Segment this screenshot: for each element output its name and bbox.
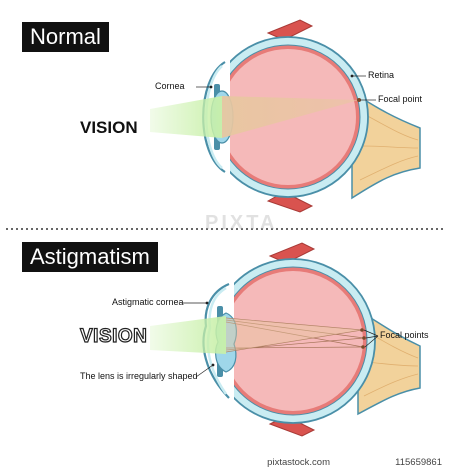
focal-point-label: Focal point xyxy=(378,94,423,104)
optic-nerve xyxy=(351,90,421,200)
footer-id: 115659861 xyxy=(395,457,442,468)
footer: pixtastock.com 115659861 xyxy=(0,455,450,469)
normal-eye xyxy=(150,19,421,213)
footer-site: pixtastock.com xyxy=(267,457,330,468)
focal-points-label: Focal points xyxy=(380,330,429,340)
focal-point-marker xyxy=(362,336,366,340)
normal-vision-label: VISION xyxy=(80,118,138,137)
focal-point-marker xyxy=(360,328,364,332)
astigmatic-eye xyxy=(150,242,421,437)
focal-point-marker xyxy=(357,98,361,102)
focal-point-marker xyxy=(361,345,365,349)
focus-rays xyxy=(225,317,365,353)
cornea-label: Cornea xyxy=(155,81,185,91)
normal-title: Normal xyxy=(22,22,109,52)
retina-label: Retina xyxy=(368,70,395,80)
astigmatism-vision-label: VISION xyxy=(79,325,148,347)
watermark: PIXTA xyxy=(205,212,278,234)
light-beam xyxy=(150,316,226,354)
astigmatic-cornea-label: Astigmatic cornea xyxy=(112,297,184,307)
astigmatism-title: Astigmatism xyxy=(22,242,158,272)
focus-cone xyxy=(222,96,359,138)
light-beam xyxy=(150,96,222,138)
lens-irregular-label: The lens is irregularly shaped xyxy=(80,371,198,381)
